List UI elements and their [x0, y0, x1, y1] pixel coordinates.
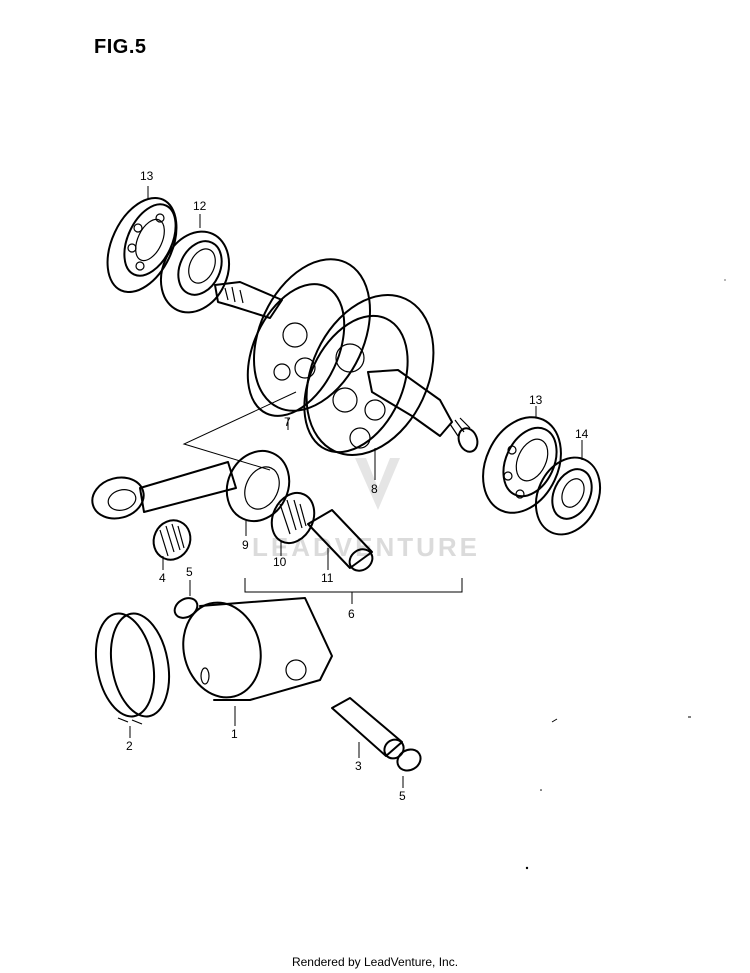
figure-label: FIG.5 — [94, 36, 147, 58]
callout-1: 1 — [231, 727, 238, 741]
part-9-connecting-rod — [91, 449, 291, 523]
part-3-piston-pin — [331, 697, 405, 760]
callout-8: 8 — [371, 482, 378, 496]
crankshaft-right-shaft — [367, 369, 479, 453]
callout-7: 7 — [284, 415, 291, 429]
part-12-oil-seal — [159, 230, 231, 314]
callout-4: 4 — [159, 571, 166, 585]
part-13-bearing-upper — [106, 196, 178, 294]
callout-14: 14 — [575, 427, 589, 441]
part-2-piston-rings — [94, 612, 171, 725]
part-11-crank-pin — [307, 509, 374, 572]
assembly-6-bracket — [244, 578, 463, 604]
callout-9: 9 — [242, 538, 249, 552]
footer-credit: Rendered by LeadVenture, Inc. — [291, 955, 459, 969]
part-4-needle-bearing — [152, 519, 192, 561]
callout-6: 6 — [348, 607, 355, 621]
part-5-circlip-lower — [396, 748, 422, 772]
callout-13-lower: 13 — [529, 393, 543, 407]
leader-lines — [129, 186, 583, 788]
part-14-oil-seal — [534, 456, 602, 536]
part-13-bearing-lower — [482, 416, 562, 514]
assembly-guide-line — [182, 391, 297, 471]
callout-numbers: 13 12 7 8 13 14 9 10 11 6 4 5 2 1 3 5 — [126, 169, 589, 803]
crankshaft-left-shaft — [214, 281, 283, 319]
part-8-crank-web-right — [303, 294, 435, 456]
part-7-crank-web-left — [246, 258, 372, 417]
callout-5-lower: 5 — [399, 789, 406, 803]
part-5-circlip-upper — [173, 597, 199, 619]
scan-specks — [525, 279, 726, 870]
callout-2: 2 — [126, 739, 133, 753]
callout-10: 10 — [273, 555, 287, 569]
callout-11: 11 — [321, 571, 334, 585]
callout-12: 12 — [193, 199, 207, 213]
part-1-piston — [182, 597, 333, 701]
callout-13-upper: 13 — [140, 169, 154, 183]
callout-5-upper: 5 — [186, 565, 193, 579]
callout-3: 3 — [355, 759, 362, 773]
